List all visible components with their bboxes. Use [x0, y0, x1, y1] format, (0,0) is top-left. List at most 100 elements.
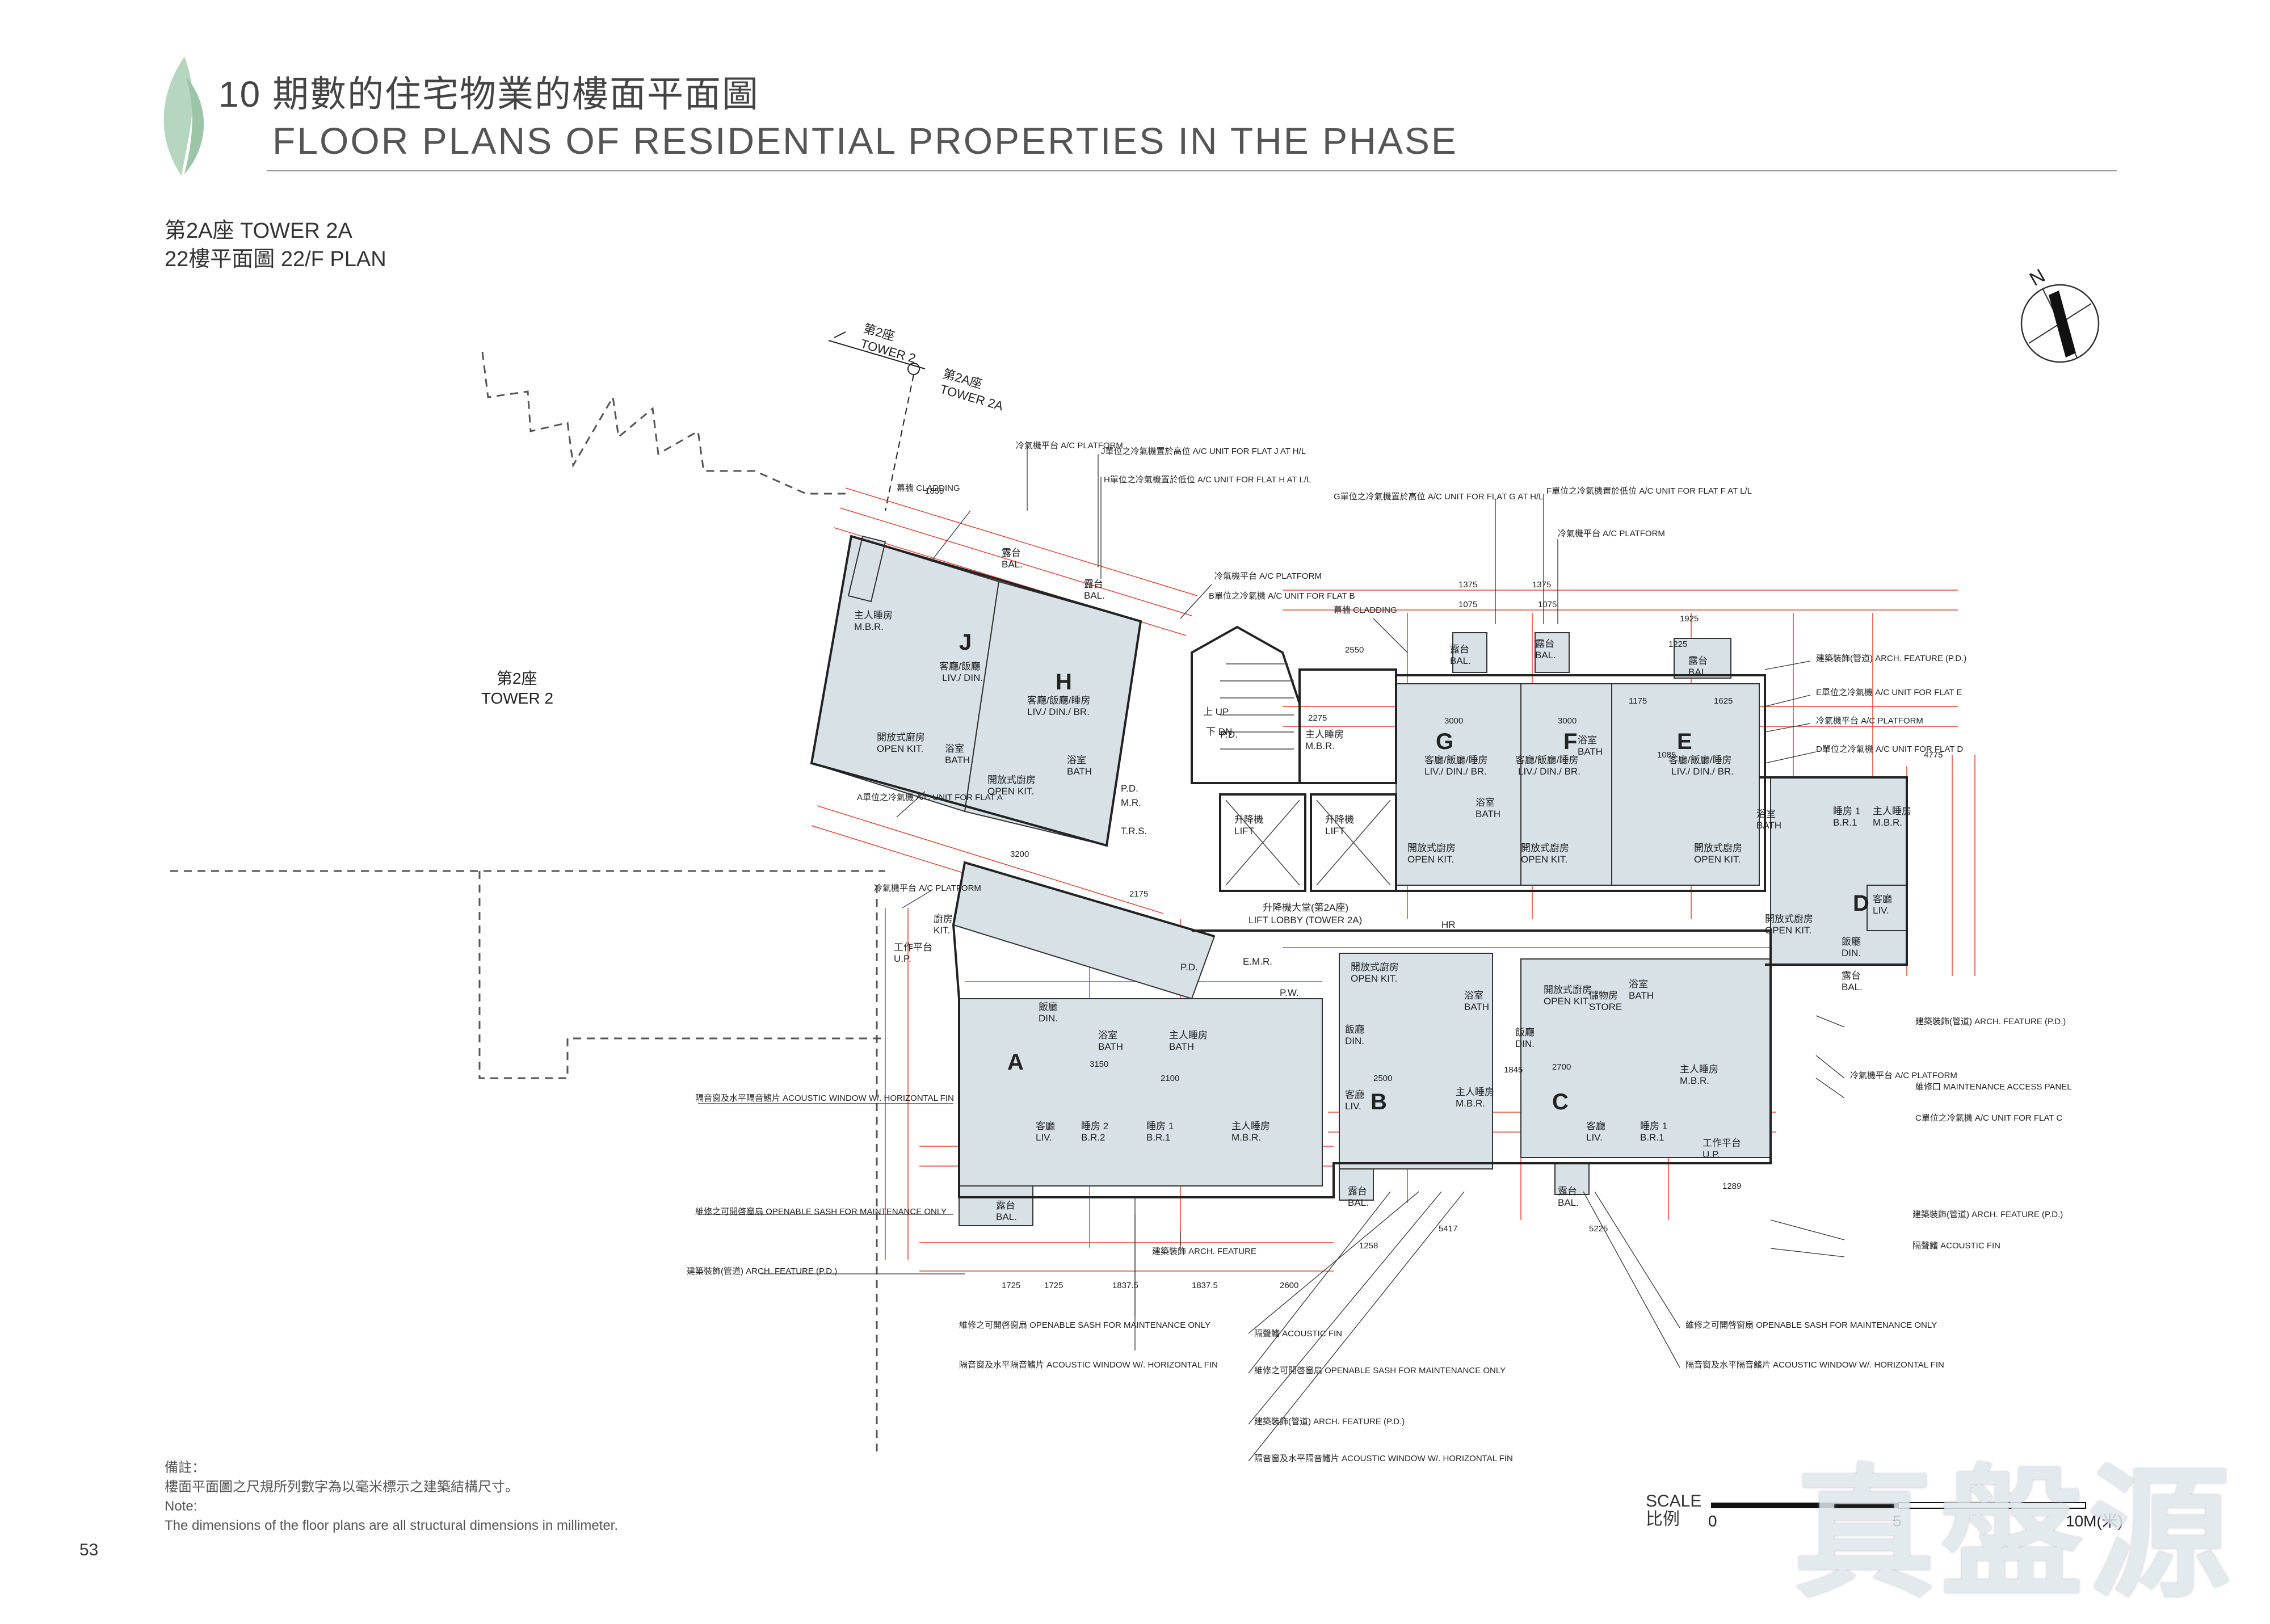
- svg-text:2700: 2700: [1552, 1062, 1571, 1072]
- svg-text:B單位之冷氣機 A/C UNIT FOR FLAT B: B單位之冷氣機 A/C UNIT FOR FLAT B: [1209, 591, 1355, 601]
- svg-text:1375: 1375: [1532, 580, 1551, 590]
- svg-text:10M(米): 10M(米): [2066, 1512, 2123, 1530]
- flat-label-b: B: [1371, 1089, 1387, 1114]
- svg-text:OPEN KIT.: OPEN KIT.: [1765, 925, 1811, 936]
- flat-a-area: [959, 998, 1323, 1187]
- svg-text:3000: 3000: [1558, 716, 1577, 726]
- svg-text:1075: 1075: [1538, 600, 1557, 609]
- svg-text:工作平台: 工作平台: [1702, 1138, 1741, 1148]
- flat-label-f: F: [1563, 729, 1577, 754]
- svg-text:浴室: 浴室: [1067, 755, 1086, 765]
- svg-text:1075: 1075: [1458, 600, 1477, 609]
- svg-text:DIN.: DIN.: [1039, 1013, 1058, 1024]
- note-cn-heading: 備註：: [165, 1460, 205, 1475]
- flat-g-area: [1395, 683, 1521, 886]
- svg-text:浴室: 浴室: [945, 743, 964, 754]
- svg-text:隔音窗及水平隔音鰭片 ACOUSTIC WINDOW W/.: 隔音窗及水平隔音鰭片 ACOUSTIC WINDOW W/. HORIZONTA…: [1254, 1453, 1513, 1463]
- svg-text:開放式廚房: 開放式廚房: [1544, 984, 1592, 995]
- svg-text:建築裝飾 ARCH. FEATURE: 建築裝飾 ARCH. FEATURE: [1152, 1246, 1256, 1256]
- svg-text:主人睡房: 主人睡房: [1873, 806, 1911, 817]
- svg-text:2175: 2175: [1129, 889, 1148, 899]
- svg-text:P.D.: P.D.: [1180, 962, 1198, 973]
- svg-text:2275: 2275: [1308, 713, 1327, 723]
- svg-text:BATH: BATH: [1067, 766, 1092, 777]
- svg-text:儲物房: 儲物房: [1589, 990, 1618, 1001]
- svg-text:1085: 1085: [1657, 750, 1676, 760]
- svg-text:M.B.R.: M.B.R.: [1680, 1075, 1709, 1086]
- svg-text:LIV.: LIV.: [1036, 1132, 1052, 1143]
- svg-text:露台: 露台: [1688, 655, 1708, 666]
- svg-text:2600: 2600: [1280, 1281, 1298, 1290]
- svg-text:浴室: 浴室: [1098, 1030, 1117, 1041]
- svg-text:主人睡房: 主人睡房: [1456, 1087, 1494, 1097]
- svg-text:升降機: 升降機: [1325, 814, 1354, 825]
- svg-text:KIT.: KIT.: [934, 925, 950, 936]
- svg-text:客廳: 客廳: [1586, 1121, 1605, 1131]
- svg-text:露台: 露台: [1084, 579, 1103, 590]
- svg-text:主人睡房: 主人睡房: [854, 610, 893, 621]
- svg-text:OPEN KIT.: OPEN KIT.: [1351, 973, 1397, 984]
- svg-text:建築裝飾(管道) ARCH. FEATURE (P.D.): 建築裝飾(管道) ARCH. FEATURE (P.D.): [687, 1266, 837, 1276]
- svg-text:1225: 1225: [1668, 639, 1687, 649]
- svg-text:LIV./ DIN./ BR.: LIV./ DIN./ BR.: [1671, 766, 1734, 777]
- page-number: 53: [79, 1541, 99, 1559]
- svg-text:1175: 1175: [1629, 696, 1647, 706]
- svg-text:2550: 2550: [1345, 645, 1364, 655]
- flat-a-kitchen: [952, 861, 1216, 1000]
- building-walls: [810, 535, 1908, 1198]
- svg-text:M.B.R.: M.B.R.: [1231, 1132, 1261, 1143]
- svg-text:B.R.2: B.R.2: [1081, 1132, 1105, 1143]
- svg-text:BATH: BATH: [1756, 820, 1781, 831]
- svg-text:飯廳: 飯廳: [1842, 936, 1861, 947]
- note-cn-body: 樓面平面圖之尺規所列數字為以毫米標示之建築結構尺寸。: [165, 1479, 519, 1495]
- svg-text:LIV./ DIN./ BR.: LIV./ DIN./ BR.: [1518, 766, 1580, 777]
- svg-text:LIFT: LIFT: [1325, 826, 1345, 836]
- scale-label-cn: 比例: [1646, 1510, 1680, 1529]
- svg-text:B.R.1: B.R.1: [1146, 1132, 1171, 1143]
- svg-text:G單位之冷氣機置於高位 A/C UNIT FOR FLAT: G單位之冷氣機置於高位 A/C UNIT FOR FLAT G AT H/L: [1334, 492, 1544, 502]
- svg-text:維修之可開啓窗扇 OPENABLE SASH FOR MAI: 維修之可開啓窗扇 OPENABLE SASH FOR MAINTENANCE O…: [1254, 1365, 1506, 1375]
- flat-b-area: [1339, 953, 1493, 1169]
- svg-text:冷氣機平台 A/C PLATFORM: 冷氣機平台 A/C PLATFORM: [1016, 441, 1123, 451]
- svg-text:P.D.: P.D.: [1121, 783, 1138, 794]
- svg-text:露台: 露台: [1535, 638, 1554, 649]
- svg-text:浴室: 浴室: [1629, 979, 1648, 990]
- svg-text:5225: 5225: [1589, 1224, 1608, 1234]
- svg-text:隔聲鰭 ACOUSTIC FIN: 隔聲鰭 ACOUSTIC FIN: [1254, 1329, 1342, 1339]
- svg-text:升降機: 升降機: [1234, 814, 1263, 825]
- svg-text:DIN.: DIN.: [1842, 948, 1861, 958]
- svg-text:BAL.: BAL.: [1002, 559, 1023, 570]
- svg-text:3000: 3000: [1444, 716, 1463, 726]
- flat-e-area: [1611, 683, 1760, 886]
- svg-text:BAL.: BAL.: [996, 1211, 1017, 1222]
- flat-label-a: A: [1007, 1050, 1024, 1075]
- svg-text:0: 0: [1708, 1512, 1717, 1530]
- svg-text:BAL.: BAL.: [1348, 1197, 1369, 1208]
- tower-heading: 第2A座 TOWER 2A: [165, 219, 352, 243]
- svg-text:隔聲鰭 ACOUSTIC FIN: 隔聲鰭 ACOUSTIC FIN: [1912, 1241, 2000, 1251]
- svg-text:DIN.: DIN.: [1515, 1038, 1535, 1049]
- svg-text:5417: 5417: [1439, 1224, 1457, 1234]
- svg-text:5: 5: [1893, 1512, 1902, 1530]
- svg-text:睡房 2: 睡房 2: [1081, 1121, 1108, 1131]
- svg-text:客廳: 客廳: [1036, 1121, 1055, 1131]
- north-letter: N: [2026, 265, 2049, 291]
- svg-text:下 DN: 下 DN: [1206, 726, 1232, 737]
- svg-text:飯廳: 飯廳: [1345, 1024, 1364, 1035]
- svg-text:U.P.: U.P.: [894, 953, 911, 964]
- svg-text:睡房 1: 睡房 1: [1146, 1121, 1174, 1131]
- svg-text:C單位之冷氣機 A/C UNIT FOR FLAT C: C單位之冷氣機 A/C UNIT FOR FLAT C: [1915, 1113, 2062, 1123]
- svg-text:E.M.R.: E.M.R.: [1243, 956, 1272, 967]
- svg-text:維修口 MAINTENANCE ACCESS PANEL: 維修口 MAINTENANCE ACCESS PANEL: [1915, 1082, 2072, 1092]
- svg-text:BAL.: BAL.: [1450, 655, 1471, 666]
- scale-label-en: SCALE: [1646, 1492, 1702, 1511]
- svg-text:客廳/飯廳/睡房: 客廳/飯廳/睡房: [1424, 755, 1487, 765]
- tower-2-outline: [170, 351, 885, 1453]
- svg-text:U.P.: U.P.: [1702, 1149, 1720, 1160]
- svg-text:1837.5: 1837.5: [1112, 1281, 1138, 1290]
- flat-letters: J H A B C D E F G: [959, 630, 1869, 1114]
- svg-text:隔音窗及水平隔音鰭片 ACOUSTIC WINDOW W/.: 隔音窗及水平隔音鰭片 ACOUSTIC WINDOW W/. HORIZONTA…: [1685, 1360, 1944, 1370]
- svg-text:M.B.R.: M.B.R.: [854, 621, 884, 632]
- svg-text:B.R.1: B.R.1: [1833, 817, 1857, 828]
